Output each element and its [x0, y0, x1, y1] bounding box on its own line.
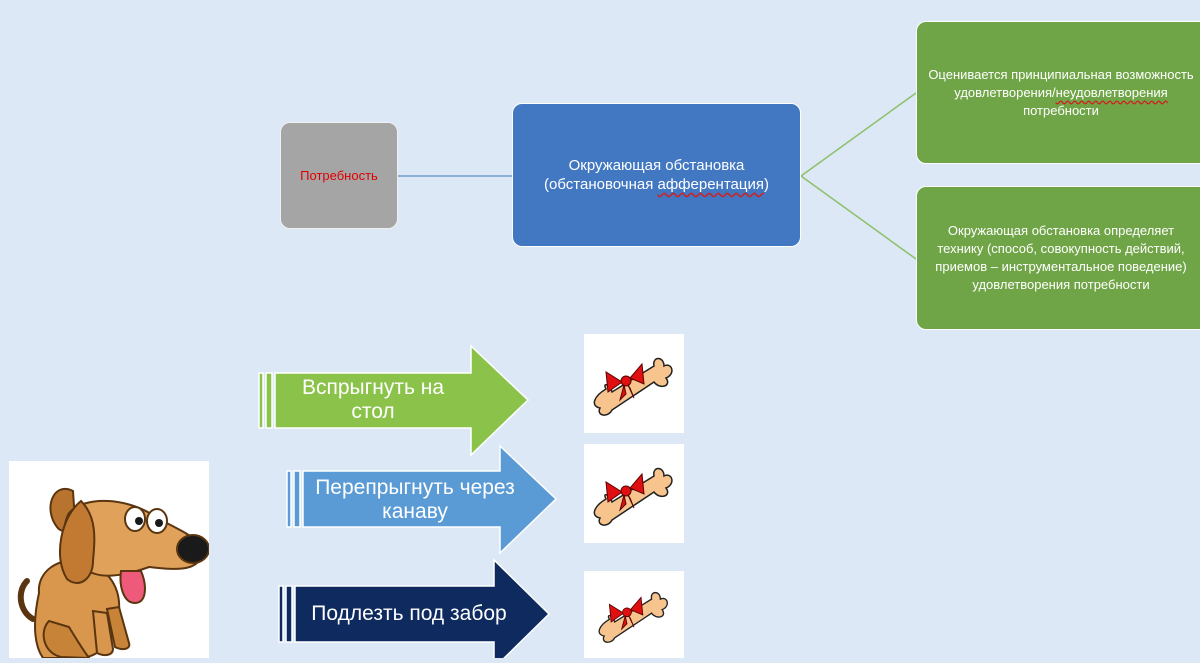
action-arrow-2-label: Перепрыгнуть через канаву: [315, 476, 515, 523]
outcome-bottom-box: Окружающая обстановка определяет технику…: [916, 186, 1200, 330]
action-arrow-1: [258, 344, 530, 457]
outcome-bottom-text: Окружающая обстановка определяет технику…: [935, 223, 1187, 292]
outcome-top-line3: потребности: [1023, 102, 1099, 118]
need-label: Потребность: [300, 168, 378, 183]
bone-card-1: [584, 334, 684, 433]
environment-line2-after: ): [763, 176, 769, 193]
environment-text: Окружающая обстановка (обстановочная афф…: [544, 156, 769, 194]
need-box: Потребность: [280, 122, 398, 229]
action-arrow-1-shape: [258, 344, 530, 457]
action-arrow-3-label: Подлезть под забор: [311, 602, 507, 625]
dog-card: [9, 461, 210, 660]
action-arrow-2-shape: [286, 444, 558, 555]
connector-environment-to-bottom: [800, 175, 917, 260]
dog-illustration: [17, 488, 210, 660]
environment-line2-before: (обстановочная: [544, 176, 658, 193]
environment-box: Окружающая обстановка (обстановочная афф…: [512, 103, 801, 247]
bone-with-bow-icon: [593, 467, 673, 526]
action-arrow-3: [278, 558, 551, 658]
environment-line1: Окружающая обстановка: [568, 157, 745, 174]
outcome-top-line1: Оценивается принципиальная возможность: [928, 66, 1194, 82]
bone-card-3: [584, 571, 684, 658]
outcome-top-box: Оценивается принципиальная возможность у…: [916, 21, 1200, 164]
outcome-top-text: Оценивается принципиальная возможность у…: [928, 66, 1193, 120]
outcome-top-line2-marked: неудовлетворения: [1055, 84, 1168, 100]
action-arrow-3-shape: [278, 558, 551, 658]
action-arrow-2: [286, 444, 558, 555]
outcome-top-line2-before: удовлетворения/: [954, 84, 1056, 100]
connector-environment-to-top: [800, 92, 917, 177]
bone-card-2: [584, 444, 684, 543]
bone-with-bow-icon: [593, 357, 673, 416]
environment-line2-marked: афферентация: [657, 176, 764, 193]
action-arrow-1-label: Вспрыгнуть на стол: [301, 376, 445, 423]
bone-with-bow-icon: [598, 591, 668, 643]
